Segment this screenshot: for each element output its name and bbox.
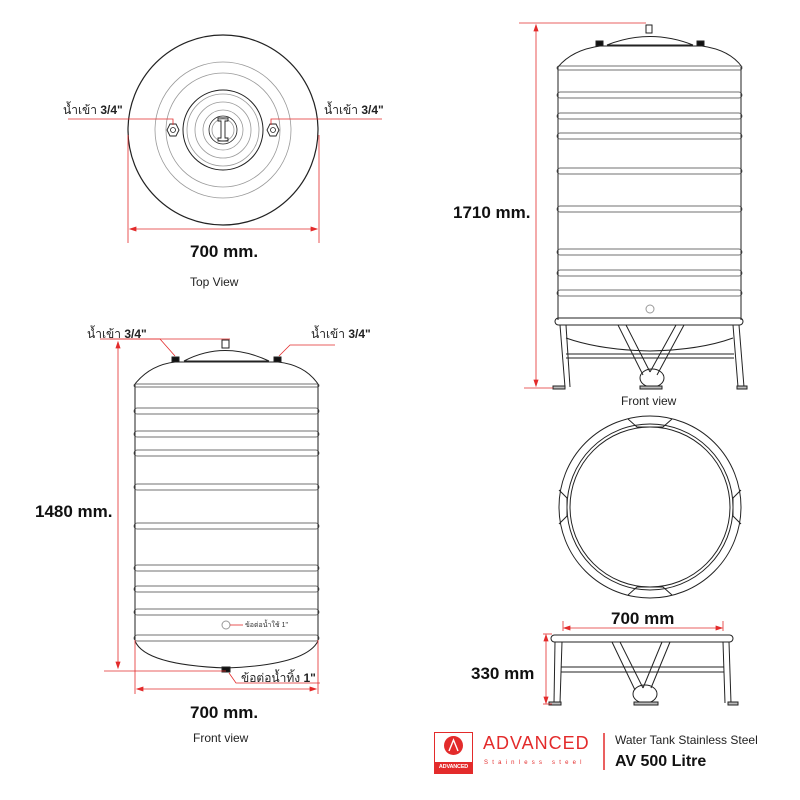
inlet-text: น้ำเข้า: [324, 103, 358, 117]
top-view-drawing: [127, 34, 319, 226]
drain-size: 1": [303, 671, 316, 685]
drain-fitting-icon: [221, 666, 231, 673]
top-view-width-dimension: 700 mm.: [190, 242, 259, 261]
product-model: AV 500 Litre: [615, 753, 707, 770]
front-stand-caption: Front view: [621, 394, 677, 408]
outlet-fitting-icon: [221, 620, 231, 630]
front-view-tank-dimensions: [100, 338, 335, 694]
top-view-caption: Top View: [190, 275, 239, 289]
lid-handle-icon: [217, 117, 229, 142]
brand-name: ADVANCED: [483, 733, 590, 753]
inlet-nut-right-icon: [266, 123, 280, 137]
inlet-text: น้ำเข้า: [311, 327, 345, 341]
stand-detail-dimensions: [543, 621, 724, 705]
top-inlet-right-label: น้ำเข้า 3/4": [324, 101, 384, 120]
front-inlet-right-label: น้ำเข้า 3/4": [311, 325, 371, 344]
top-inlet-left-label: น้ำเข้า 3/4": [63, 101, 123, 120]
stand-detail-drawing: [548, 634, 739, 706]
front-inlet-left-label: น้ำเข้า 3/4": [87, 325, 147, 344]
product-line: Water Tank Stainless Steel: [615, 733, 758, 747]
inlet-nut-left-icon: [166, 123, 180, 137]
inlet-size: 3/4": [100, 103, 123, 117]
brand-subtitle: Stainless steel: [484, 760, 586, 766]
front-tank-width-dimension: 700 mm.: [190, 703, 259, 722]
inlet-text: น้ำเข้า: [87, 327, 121, 341]
inlet-size: 3/4": [361, 103, 384, 117]
brand-logo: ADVANCED: [434, 732, 473, 774]
drain-text: ข้อต่อน้ำทิ้ง: [241, 671, 301, 685]
stand-top-ring-drawing: [558, 415, 742, 599]
logo-triangle-icon: [448, 738, 459, 752]
front-view-stand-dimensions: [519, 22, 646, 389]
logo-circle-icon: [444, 736, 463, 755]
outlet-label: ข้อต่อน้ำใช้ 1": [245, 622, 288, 629]
stand-height-dimension: 330 mm: [471, 664, 535, 683]
top-view-dimensions: [68, 118, 382, 243]
front-tank-caption: Front view: [193, 731, 249, 745]
inlet-size: 3/4": [124, 327, 147, 341]
inlet-text: น้ำเข้า: [63, 103, 97, 117]
front-stand-height-dimension: 1710 mm.: [453, 203, 531, 222]
front-view-tank-drawing: [133, 339, 320, 673]
logo-text: ADVANCED: [435, 762, 472, 773]
drain-label: ข้อต่อน้ำทิ้ง 1": [241, 669, 316, 688]
stand-width-dimension: 700 mm: [611, 609, 675, 628]
inlet-size: 3/4": [348, 327, 371, 341]
front-view-stand-drawing: [552, 24, 748, 390]
front-tank-height-dimension: 1480 mm.: [35, 502, 113, 521]
